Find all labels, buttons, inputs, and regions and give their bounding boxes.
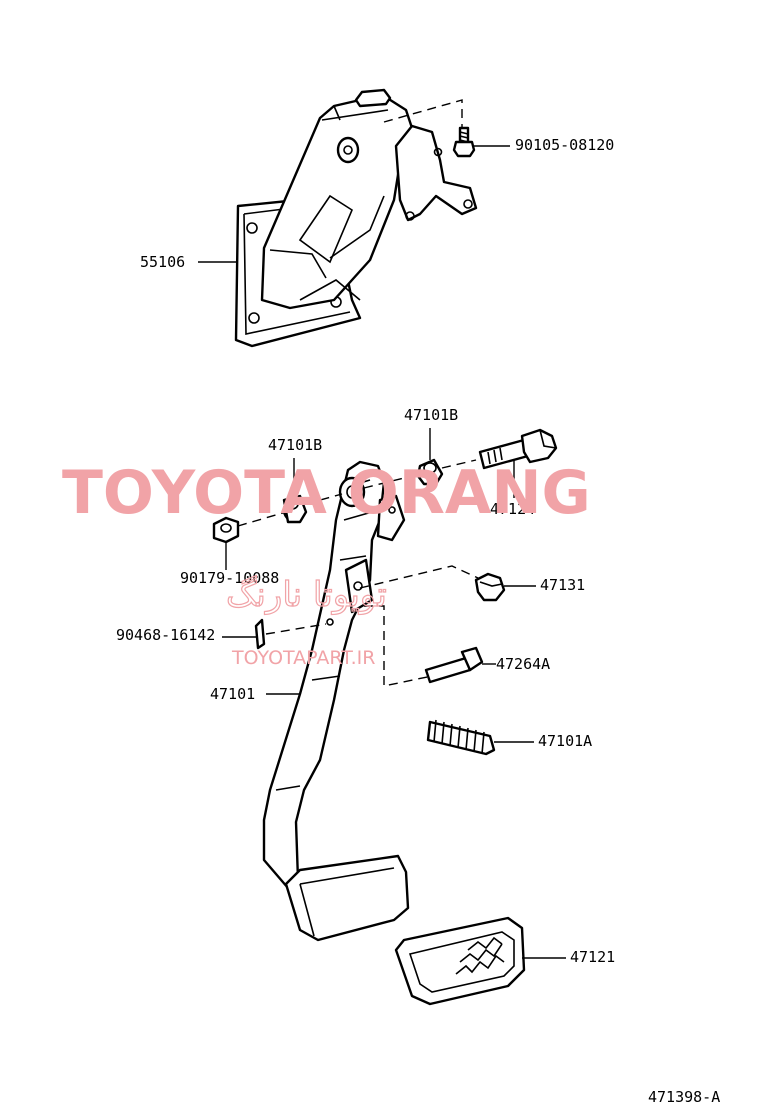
clip-90468-16142 [254,618,266,650]
label-90105-08120: 90105-08120 [515,136,614,154]
watermark-arabic: تویوتا نارنگ [226,575,387,615]
stopper-47131 [474,572,506,602]
figure-code: 471398-A [648,1088,720,1106]
spring-47101A [426,719,496,756]
nut-90179-10088 [212,516,240,544]
label-47264A: 47264A [496,655,550,673]
pin-dashline [364,605,433,687]
label-47121: 47121 [570,948,615,966]
pedal-arm [262,460,410,942]
stopper-dashline [359,565,479,589]
bolt-47124 [478,428,558,470]
pin-47264A [424,646,484,684]
label-90179-10088: 90179-10088 [180,569,279,587]
bolt-90105-08120 [452,126,476,158]
label-47101B-right: 47101B [404,406,458,424]
label-47101A: 47101A [538,732,592,750]
pedal-pad-47121 [394,916,526,1006]
bushing-47101B-left [282,494,308,524]
clip-dashline [265,623,327,635]
watermark-url: TOYOTAPART.IR [231,647,375,669]
bracket-bolt-dashline [383,99,463,132]
bushing-47101B-right [416,458,444,486]
label-47101: 47101 [210,685,255,703]
pedal-bracket [234,88,478,348]
watermark-brand: TOYOTA ORANG [62,458,591,528]
label-55106: 55106 [140,253,185,271]
label-90468-16142: 90468-16142 [116,626,215,644]
label-47101B-left: 47101B [268,436,322,454]
label-47124: 47124 [490,500,535,518]
pivot-axis-dashline [237,459,477,527]
label-47131: 47131 [540,576,585,594]
